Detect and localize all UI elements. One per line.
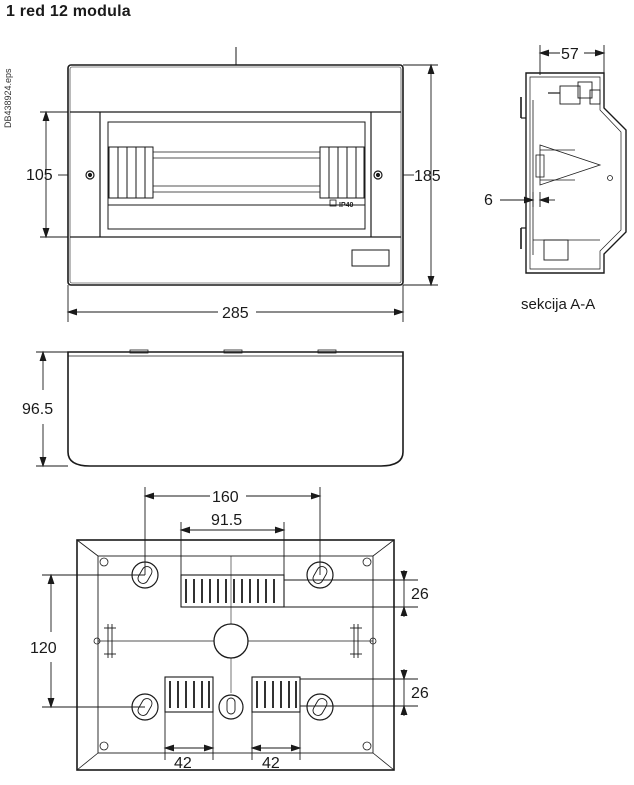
dim-185-label: 185 (414, 168, 441, 185)
din-clip-right (350, 624, 362, 658)
dim-line-91-5 (179, 522, 286, 575)
dim-line-26-bottom (300, 669, 418, 716)
dim-line-26-top (284, 570, 418, 617)
front-view: IP40 105 185 (26, 47, 441, 322)
dim-120-label: 120 (30, 640, 57, 657)
dim-line-120 (42, 573, 145, 709)
dim-line-160 (143, 487, 322, 575)
dim-105-label: 105 (26, 167, 53, 184)
terminal-block-right (319, 146, 365, 199)
section-caption: sekcija A-A (521, 296, 595, 313)
dim-96-5-label: 96.5 (22, 401, 53, 418)
center-keyhole-icon (218, 694, 244, 720)
dim-26-bottom-label: 26 (411, 685, 429, 702)
side-view: 96.5 (22, 349, 404, 468)
label-plate (351, 249, 390, 267)
dim-42-left-label: 42 (174, 755, 192, 772)
dim-91-5-label: 91.5 (211, 512, 242, 529)
dim-line-6 (500, 192, 555, 207)
screw-icon (373, 170, 383, 180)
ip-badge: IP40 (339, 202, 354, 209)
din-clip-left (104, 624, 116, 658)
keyhole-mount-icon (306, 693, 334, 721)
dim-26-top-label: 26 (411, 586, 429, 603)
dim-6-label: 6 (484, 192, 493, 209)
dim-line-96-5 (36, 350, 68, 468)
dim-57-label: 57 (561, 46, 579, 63)
dim-285-label: 285 (222, 305, 249, 322)
dim-line-57 (538, 45, 606, 75)
dim-line-185 (403, 63, 438, 287)
cable-knockout-bottom-right (251, 676, 301, 713)
drawing-title: 1 red 12 modula (6, 3, 131, 20)
dim-line-105 (40, 110, 68, 239)
cable-knockout-bottom-left (164, 676, 214, 713)
terminal-block-left (108, 146, 154, 199)
screw-icon (85, 170, 95, 180)
dim-line-42-right (250, 712, 302, 760)
dim-line-42-left (163, 712, 215, 760)
central-knockout (213, 623, 249, 659)
cable-knockout-top (180, 574, 285, 608)
section-view: 57 6 sekcija A-A (484, 45, 627, 313)
dim-160-label: 160 (212, 489, 239, 506)
rear-view: 160 91.5 120 26 (30, 487, 429, 772)
dim-line-285 (66, 285, 405, 322)
ip-mark-icon (329, 199, 337, 207)
dim-42-right-label: 42 (262, 755, 280, 772)
